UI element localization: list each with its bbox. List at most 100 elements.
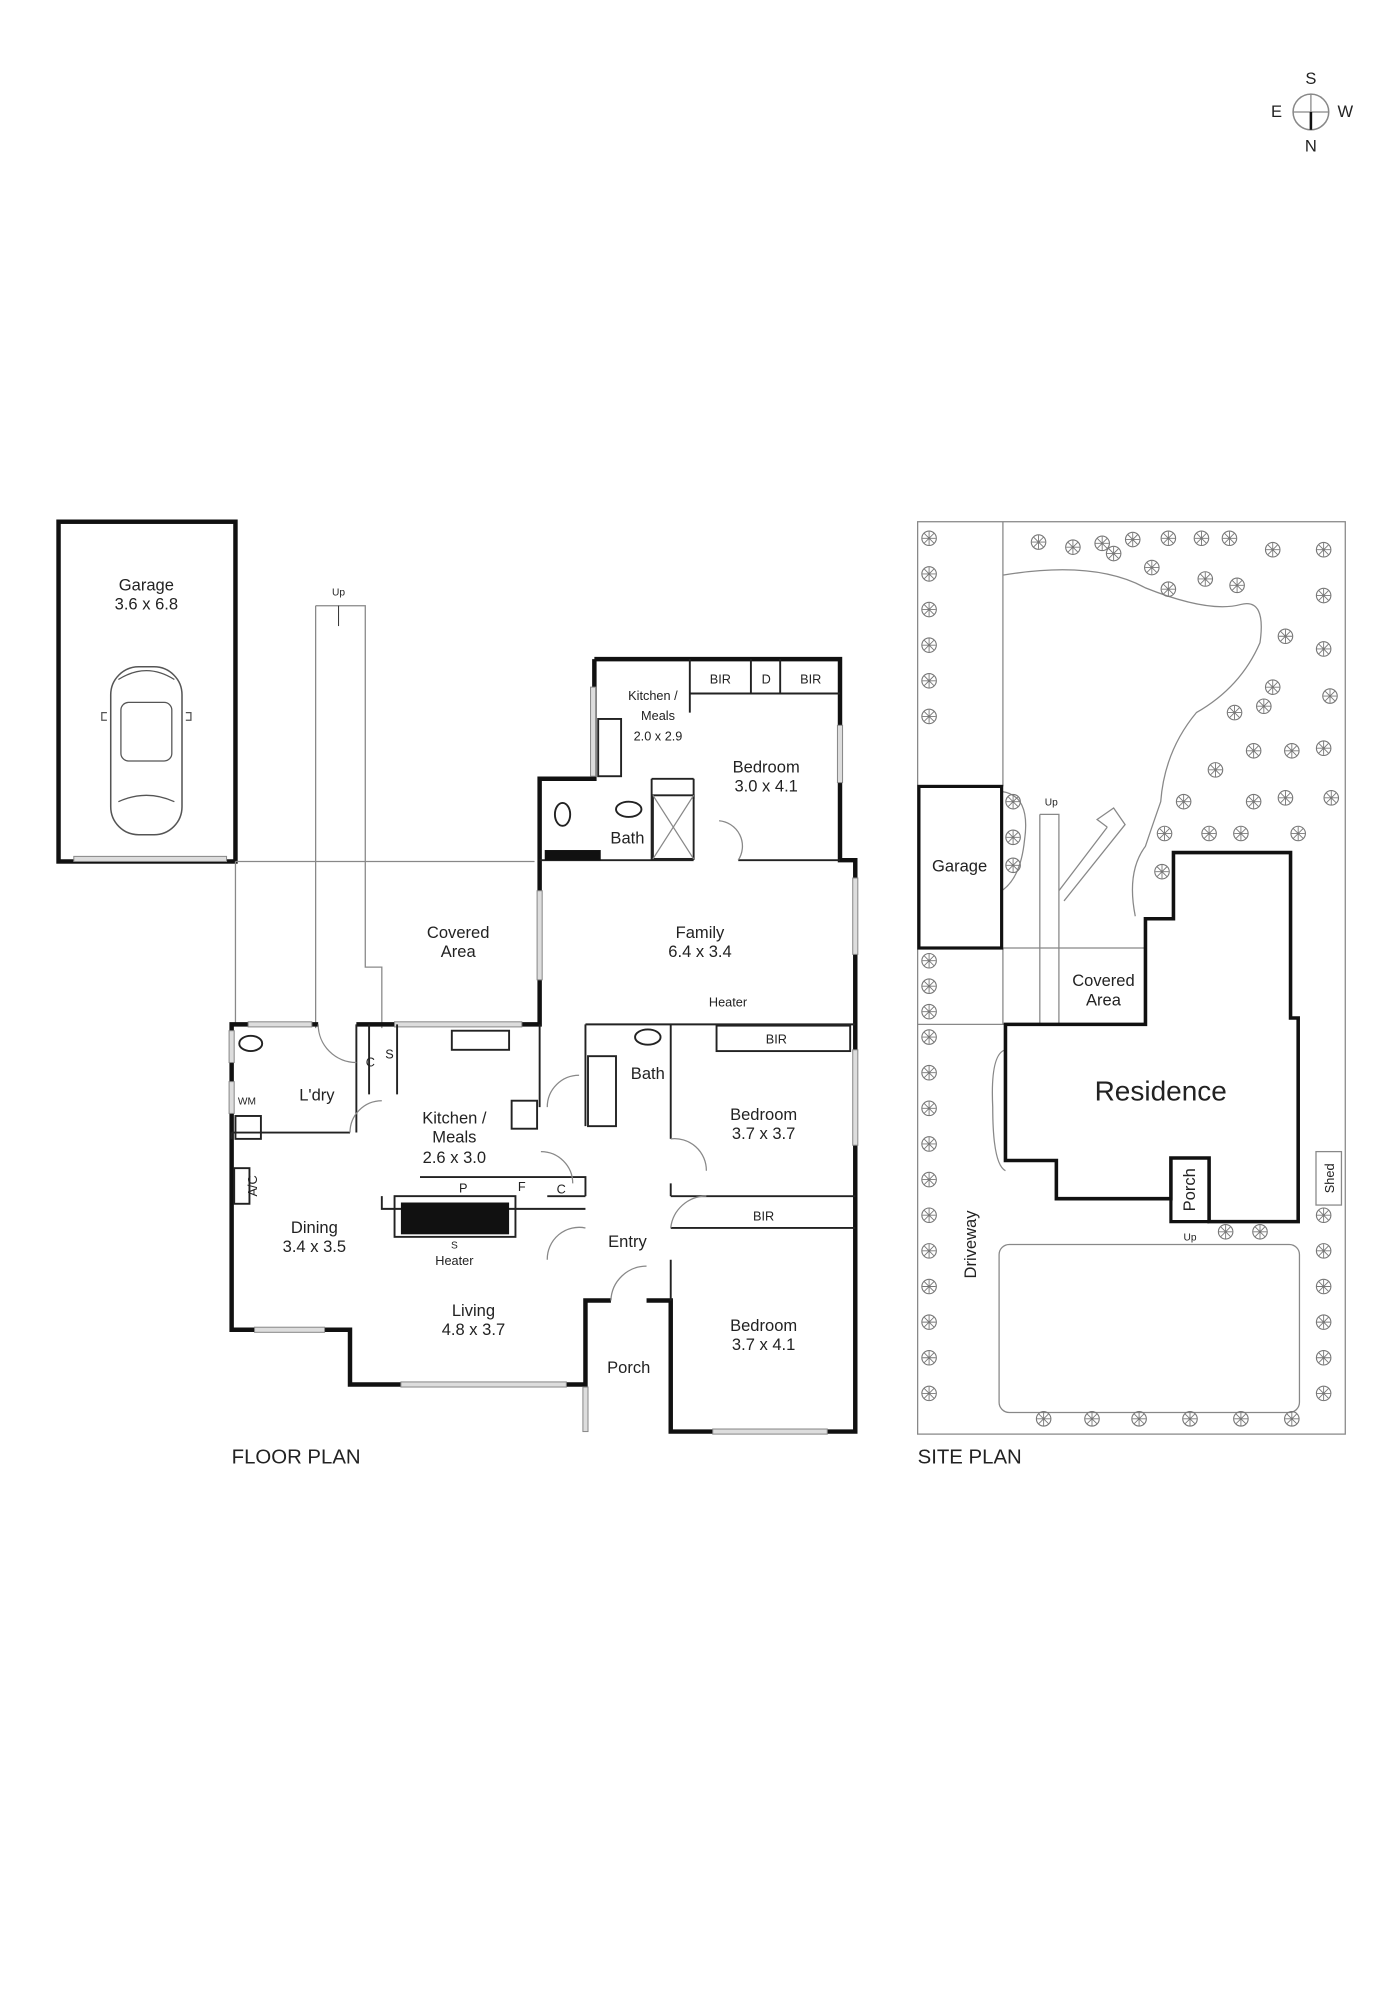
- floor-plan: Garage 3.6 x 6.8 Up Covered Area: [56, 519, 859, 1468]
- site-covered-label-2: Area: [1086, 990, 1122, 1009]
- tree-icon: [921, 1243, 937, 1259]
- entry-label: Entry: [608, 1232, 647, 1251]
- bir-top-left: BIR: [710, 671, 731, 686]
- ac-label: A/C: [245, 1175, 260, 1196]
- bedroom-mid-label: Bedroom: [730, 1105, 797, 1124]
- tree-icon: [1245, 742, 1262, 759]
- tree-icon: [1065, 539, 1081, 555]
- site-garage: [917, 784, 1004, 950]
- tree-icon: [1233, 1411, 1249, 1427]
- tree-icon: [921, 1100, 937, 1117]
- laundry-label: L'dry: [299, 1086, 335, 1105]
- bir-front: BIR: [753, 1208, 774, 1223]
- tree-icon: [1315, 587, 1332, 604]
- tree-icon: [1131, 1411, 1147, 1427]
- tree-icon: [1226, 704, 1243, 721]
- d-top: D: [762, 671, 771, 686]
- family-label: Family: [676, 923, 725, 942]
- tree-icon: [921, 1278, 937, 1295]
- tree-icon: [1035, 1411, 1052, 1427]
- tree-icon: [1197, 571, 1214, 587]
- site-up-label: Up: [1045, 797, 1058, 808]
- tree-icon: [1160, 530, 1177, 547]
- tree-icon: [1323, 790, 1340, 806]
- tree-icon: [1277, 790, 1294, 806]
- tree-icon: [1290, 825, 1306, 842]
- tree-icon: [1315, 541, 1332, 558]
- driveway-label: Driveway: [961, 1210, 980, 1279]
- tree-icon: [921, 1314, 937, 1330]
- heater-family-label: Heater: [709, 995, 748, 1010]
- tree-icon: [921, 672, 937, 689]
- site-plan: Up Garage Residence Covered Area Porch U…: [917, 521, 1346, 1468]
- bedroom-front-label: Bedroom: [730, 1316, 797, 1335]
- garage-label: Garage: [119, 575, 174, 594]
- tree-icon: [921, 1136, 937, 1152]
- tree-icon: [1315, 1349, 1332, 1366]
- tree-icon: [921, 952, 937, 969]
- compass-n: N: [1305, 136, 1317, 155]
- kitchen-label-2: Meals: [432, 1128, 476, 1147]
- bath-rear-label: Bath: [610, 829, 644, 848]
- kitchenette-label-2: Meals: [641, 708, 675, 723]
- tree-icon: [1105, 545, 1122, 562]
- tree-icon: [1322, 688, 1338, 704]
- bedroom-front-size: 3.7 x 4.1: [732, 1335, 795, 1354]
- site-porch-label: Porch: [1180, 1168, 1199, 1211]
- dining-size: 3.4 x 3.5: [283, 1237, 346, 1256]
- tree-icon: [1193, 530, 1210, 547]
- bath-main-label: Bath: [631, 1064, 665, 1083]
- tree-icon: [921, 1003, 937, 1020]
- compass-s: S: [1305, 69, 1316, 88]
- tree-icon: [921, 530, 937, 547]
- compass-e: E: [1271, 102, 1282, 121]
- tree-icon: [1217, 1223, 1234, 1240]
- tree-icon: [1207, 762, 1224, 778]
- tree-icon: [1315, 1243, 1332, 1259]
- tree-icon: [921, 637, 937, 653]
- tree-icon: [1094, 535, 1110, 552]
- tree-icon: [921, 1171, 937, 1188]
- tree-icon: [1315, 1278, 1332, 1295]
- garage-size: 3.6 x 6.8: [115, 595, 178, 614]
- bedroom-mid-size: 3.7 x 3.7: [732, 1124, 795, 1143]
- site-plan-title: SITE PLAN: [918, 1446, 1022, 1468]
- tree-icon: [921, 1207, 937, 1224]
- tree-icon: [1264, 541, 1281, 558]
- tree-icon: [1156, 825, 1173, 842]
- tree-icon: [921, 1029, 937, 1045]
- tree-icon: [1256, 698, 1272, 715]
- kitchen-label-1: Kitchen /: [422, 1109, 487, 1128]
- tree-icon: [921, 1064, 937, 1081]
- tree-icon: [1175, 793, 1192, 810]
- tree-icon: [1201, 825, 1217, 842]
- living-label: Living: [452, 1301, 495, 1320]
- tree-icon: [1030, 534, 1047, 550]
- ramp-up-label: Up: [332, 588, 345, 599]
- kitchenette-size: 2.0 x 2.9: [634, 729, 683, 744]
- tree-icon: [1182, 1411, 1198, 1427]
- covered-area-label-2: Area: [441, 942, 477, 961]
- tree-icon: [1315, 641, 1332, 657]
- site-garage-label: Garage: [932, 857, 987, 876]
- tree-icon: [1124, 531, 1141, 548]
- tree-icon: [1084, 1411, 1100, 1427]
- tree-icon: [1233, 825, 1249, 842]
- dining-label: Dining: [291, 1218, 338, 1237]
- site-boundary: [917, 521, 1346, 1435]
- tree-icon: [921, 1385, 937, 1402]
- site-porch-up-label: Up: [1183, 1233, 1196, 1244]
- tree-icon: [921, 978, 937, 994]
- heater-living-label: Heater: [435, 1253, 474, 1268]
- tree-icon: [921, 601, 937, 618]
- kitchenette-label-1: Kitchen /: [628, 688, 678, 703]
- site-covered-label-1: Covered: [1072, 971, 1135, 990]
- bedroom-rear-size: 3.0 x 4.1: [734, 776, 797, 795]
- car-icon: [101, 666, 192, 836]
- tree-icon: [1245, 793, 1262, 810]
- tree-icon: [1154, 863, 1170, 880]
- shed-label: Shed: [1322, 1163, 1337, 1193]
- fridge-label: F: [518, 1179, 526, 1194]
- cupboard-2-label: C: [557, 1182, 566, 1197]
